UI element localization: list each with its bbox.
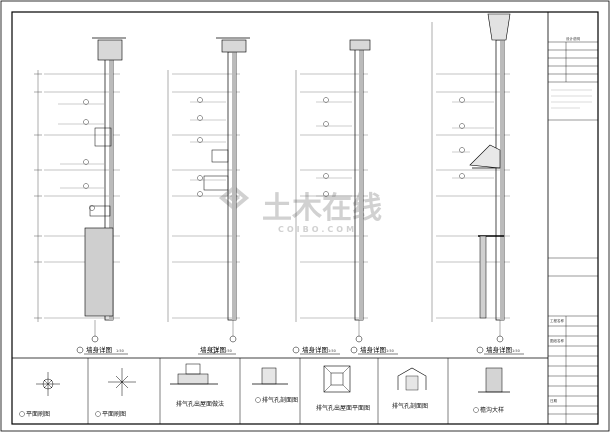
detail-4: 排气孔剖面图 (252, 367, 298, 404)
watermark: 土木在线 COIBO.COM (218, 185, 382, 234)
detail-1: 平面刷图 (19, 372, 60, 418)
detail-5-title: 排气孔出屋面平面图 (316, 404, 370, 412)
section-a-scale: 1:50 (116, 349, 124, 353)
drawing-frame (11, 11, 599, 425)
detail-4-title: 排气孔剖面图 (262, 396, 298, 404)
watermark-en: COIBO.COM (278, 225, 357, 234)
wall-section-b (167, 37, 250, 343)
detail-3-title: 排气孔出屋面做法 (176, 400, 224, 408)
section-b-caption: 墙身详图 (200, 345, 226, 354)
detail-5: 排气孔出屋面平面图 (316, 365, 370, 412)
section-c-scale: 1:50 (328, 349, 336, 353)
section-e-caption: 墙身详图 (486, 345, 512, 354)
title-block: 设计说明 工程名称 图纸名称 日期 (548, 36, 598, 424)
detail-6: 排气孔剖面图 (392, 367, 428, 410)
wall-section-a (34, 37, 126, 343)
section-captions: 墙身详图 1:50 墙身详图 1:50 墙身详图 1:50 墙身详图 1:50 … (76, 345, 524, 355)
wall-section-c (295, 39, 371, 343)
title-block-date: 日期 (550, 398, 558, 403)
section-e-scale: 1:50 (512, 349, 520, 353)
detail-7-title: 檐沟大样 (480, 406, 504, 414)
title-block-top-label: 设计说明 (566, 36, 580, 41)
title-block-drawing: 图纸名称 (550, 338, 564, 343)
detail-row: 平面刷图 平面刷图 排气孔出屋面做法 排气孔剖面图 (19, 358, 510, 424)
section-d-scale: 1:50 (386, 349, 394, 353)
detail-7: 檐沟大样 (473, 367, 510, 414)
section-d-caption: 墙身详图 (360, 345, 386, 354)
section-c-caption: 墙身详图 (302, 345, 328, 354)
detail-3: 排气孔出屋面做法 (170, 363, 224, 408)
watermark-cn: 土木在线 (262, 191, 382, 226)
section-b-scale: 1:50 (224, 349, 232, 353)
title-block-project: 工程名称 (550, 318, 564, 323)
wall-section-d (431, 13, 511, 343)
detail-6-title: 排气孔剖面图 (392, 402, 428, 410)
detail-1-title: 平面刷图 (26, 410, 50, 418)
section-a-caption: 墙身详图 (86, 345, 112, 354)
detail-2: 平面刷图 (95, 368, 136, 418)
detail-2-title: 平面刷图 (102, 410, 126, 418)
